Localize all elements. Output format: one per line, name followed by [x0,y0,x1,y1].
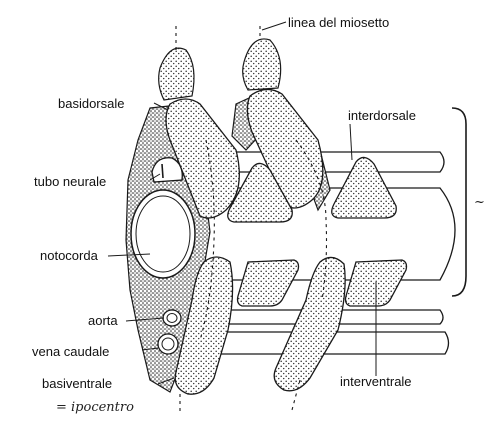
bracket-mark: ~ [474,195,485,210]
right-bracket [451,107,467,297]
interventral-left [236,259,300,307]
interdorsal-left [227,162,293,223]
label-notocorda: notocorda [40,248,99,263]
label-tubo-neurale: tubo neurale [34,174,106,189]
notochord-body [165,187,456,281]
label-linea-miosetto: linea del miosetto [288,15,389,30]
label-interdorsale: interdorsale [348,108,416,123]
label-ipocentro-note: = ipocentro [56,400,134,415]
neural-tube-back [168,151,445,173]
label-interventrale: interventrale [340,374,412,389]
interdorsal-right [331,156,397,219]
basiventral-left [174,256,234,395]
basiventral-right [273,256,346,392]
aorta-tube [175,309,444,325]
label-basiventrale: basiventrale [42,376,112,391]
caudal-vein-tube [170,331,450,355]
label-basidorsale: basidorsale [58,96,125,111]
neural-tube-front [151,157,183,183]
basidorsal-left [165,98,240,219]
label-vena-caudale: vena caudale [32,344,109,359]
basidorsal-right [246,88,324,209]
myoseptum-line-left [175,26,215,412]
caudal-vein-front [157,333,179,355]
notochord-front [130,189,196,279]
aorta-front [162,309,182,327]
cap-right [242,38,282,91]
label-aorta: aorta [88,313,118,328]
myoseptum-line-right [259,26,328,411]
cap-left [158,47,195,101]
